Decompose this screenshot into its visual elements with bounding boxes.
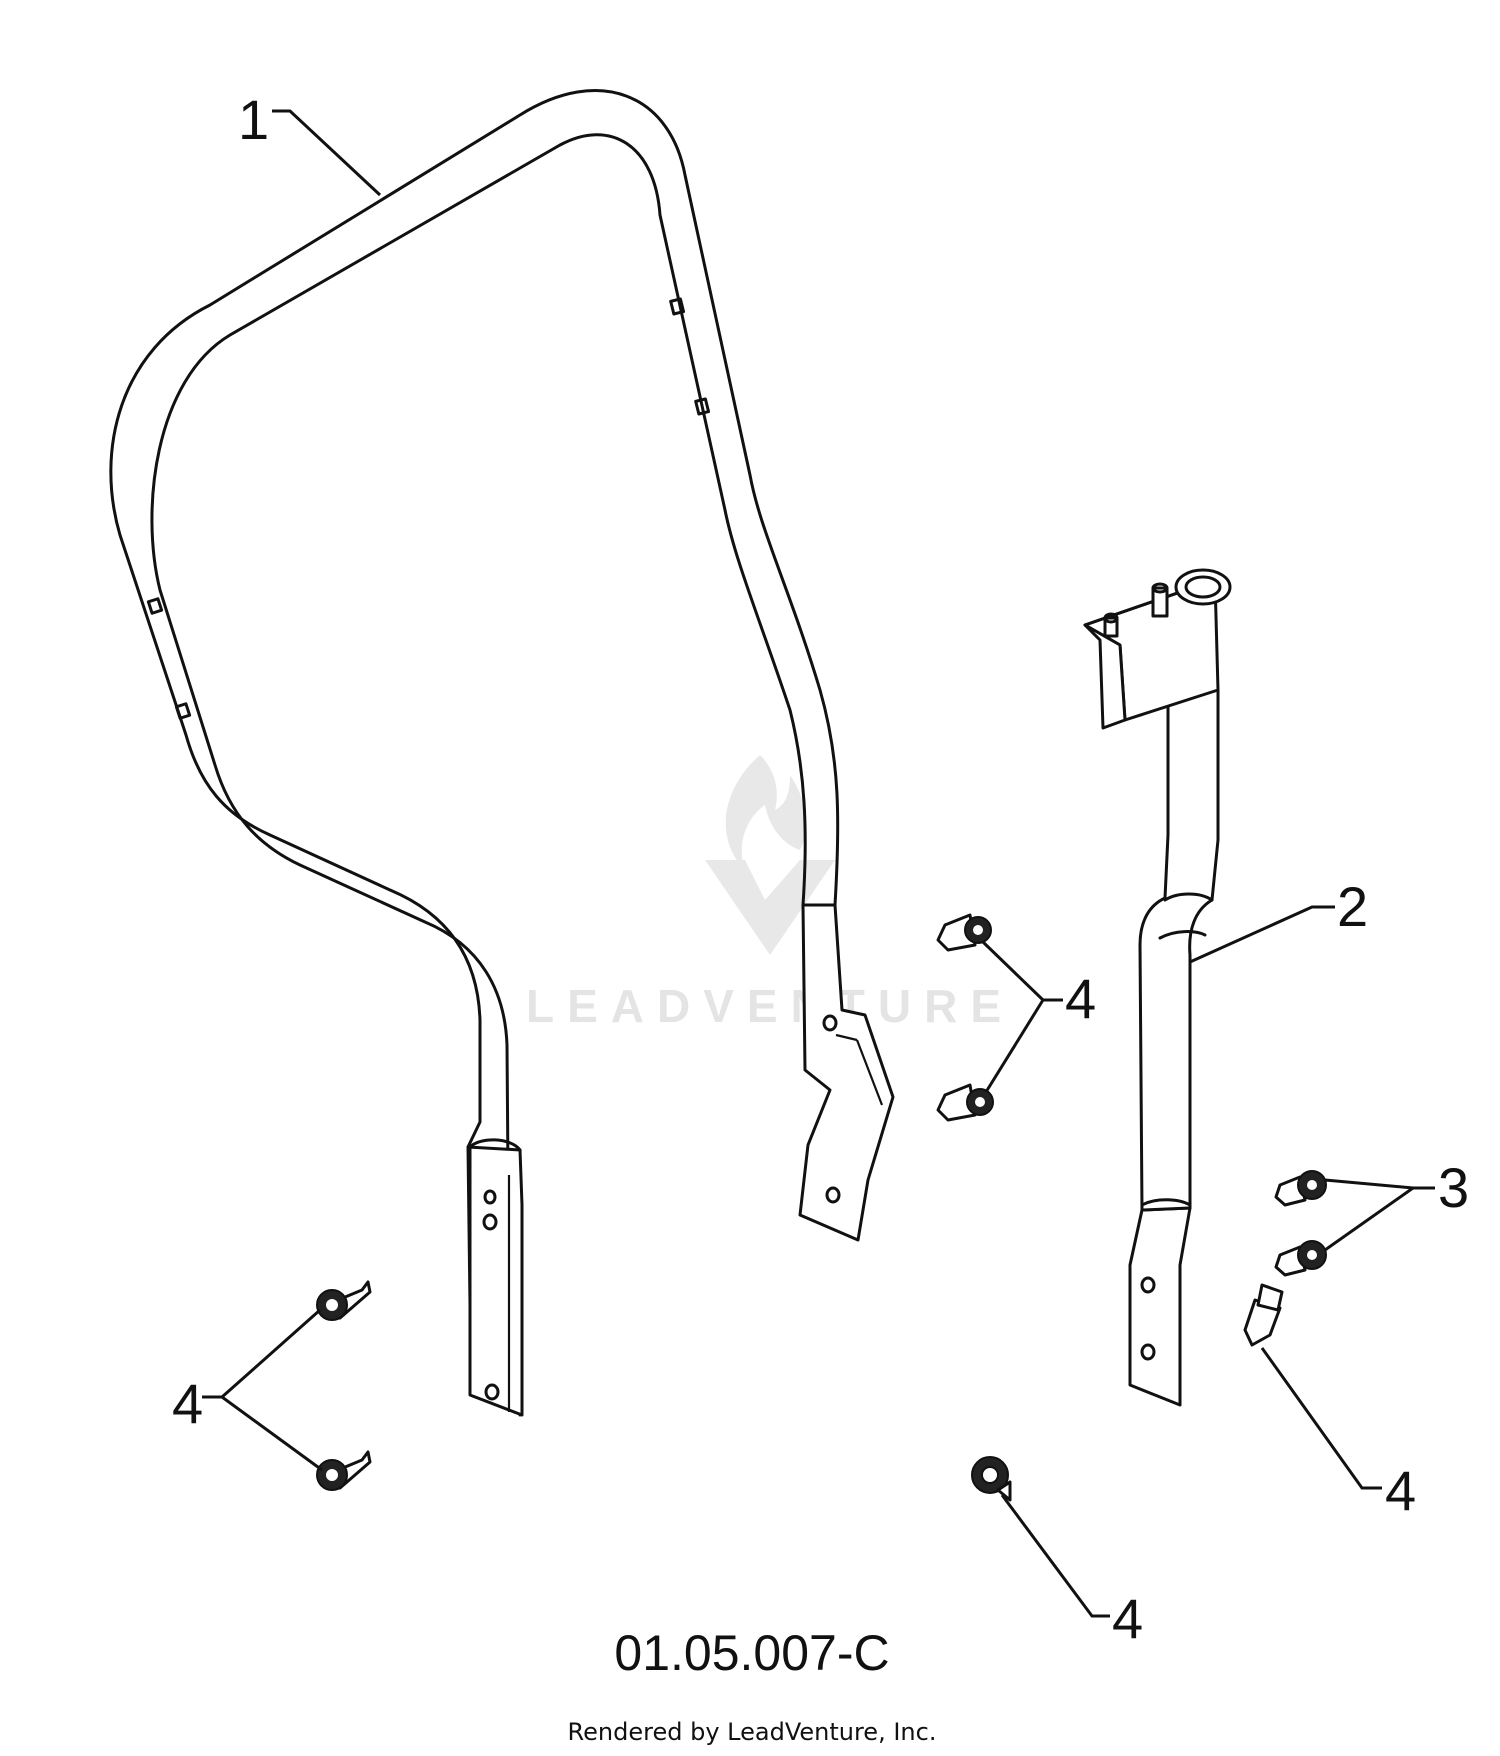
part-2-support-arm: 2 — [1083, 568, 1368, 1407]
leader-line-3-a — [1324, 1178, 1435, 1190]
leader-line-4-left-a — [202, 1308, 321, 1399]
bolt-left-lower — [316, 1450, 372, 1491]
watermark: LEADVENTURE — [526, 755, 1014, 1032]
leader-line-3-b — [1324, 1186, 1414, 1252]
fasteners — [316, 913, 1327, 1502]
callout-2: 2 — [1337, 875, 1368, 938]
nut-lower — [1274, 1240, 1327, 1277]
nut-bottom — [971, 1456, 1012, 1502]
callout-3: 3 — [1438, 1156, 1469, 1219]
support-arm-pivot-ring — [1174, 568, 1232, 606]
leader-line-4-bottom — [1000, 1494, 1110, 1618]
part-1-roll-bar: 1 — [109, 88, 895, 1417]
callout-4-mid: 4 — [1065, 967, 1096, 1030]
leader-line-1 — [272, 109, 382, 197]
drawing-number: 01.05.007-C — [614, 1625, 889, 1681]
bolt-mid-lower — [936, 1083, 994, 1122]
callout-4-bottom: 4 — [1112, 1587, 1143, 1650]
roll-bar-tabs — [146, 297, 711, 720]
callouts-fasteners: 4 4 3 4 4 — [172, 940, 1469, 1650]
callout-4-left: 4 — [172, 1372, 203, 1435]
callout-1: 1 — [238, 88, 269, 151]
leader-line-4-left-b — [221, 1395, 323, 1472]
callout-4-right: 4 — [1385, 1459, 1416, 1522]
leader-line-4-mid-b — [984, 999, 1045, 1093]
roll-bar-right-mount-bracket — [798, 903, 895, 1242]
watermark-text: LEADVENTURE — [526, 980, 1014, 1032]
bolt-right-vertical — [1243, 1283, 1284, 1347]
bolt-left-upper — [316, 1280, 372, 1321]
render-credit: Rendered by LeadVenture, Inc. — [568, 1718, 937, 1746]
watermark-logo-icon — [705, 755, 835, 955]
leader-line-4-right — [1260, 1347, 1382, 1490]
support-arm-tube — [1138, 688, 1220, 1212]
roll-bar-left-mount-bracket — [466, 1145, 524, 1417]
nut-upper — [1274, 1170, 1327, 1207]
roll-bar-inner-edge — [150, 133, 807, 1417]
roll-bar-outer-edge — [109, 89, 840, 1307]
leader-line-2 — [1189, 905, 1335, 964]
bolt-mid-upper — [936, 913, 992, 952]
support-arm-lower-flat — [1128, 1206, 1192, 1407]
